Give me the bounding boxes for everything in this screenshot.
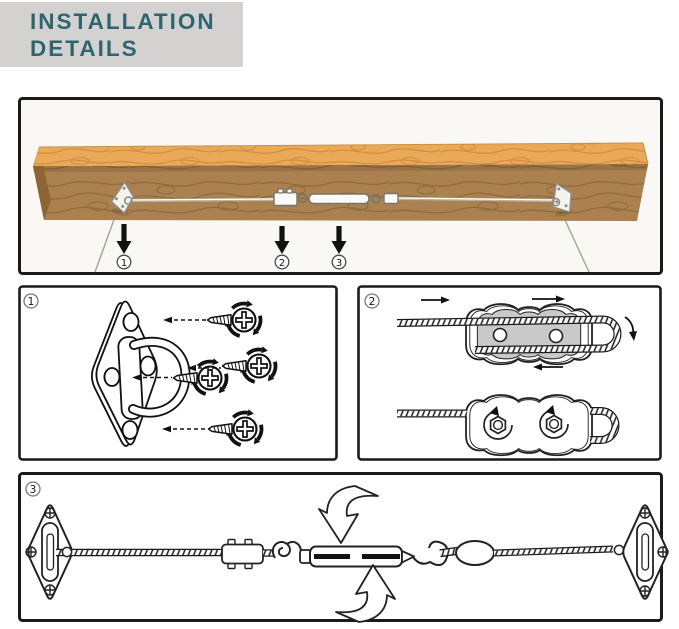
rope-clip-bottom-view xyxy=(397,394,620,457)
assembly-turnbuckle xyxy=(299,540,449,568)
step-markers: 1 2 3 xyxy=(116,254,347,270)
detail-panel-3: 3 xyxy=(18,472,669,623)
assembly-rope-left xyxy=(56,546,223,558)
pad-eye-plate-diagram xyxy=(91,300,191,447)
detail-panel-1: 1 xyxy=(18,285,338,461)
rotation-arrow-top xyxy=(318,485,379,544)
wire-rope xyxy=(130,197,558,202)
wood-beam xyxy=(33,142,649,221)
rotation-arrow-bottom xyxy=(335,564,396,623)
screw-middle-far xyxy=(187,344,278,384)
step-marker-3: 3 xyxy=(336,258,342,269)
step-arrows xyxy=(116,224,347,254)
detail-3-label: 3 xyxy=(30,484,37,496)
step-marker-1: 1 xyxy=(121,258,127,269)
pad-eye-right xyxy=(551,182,573,217)
title-banner: INSTALLATION DETAILS xyxy=(0,2,243,67)
title-line1: INSTALLATION xyxy=(30,8,216,34)
title-line2: DETAILS xyxy=(30,35,139,61)
turnbuckle-assembly xyxy=(273,188,399,207)
assembly-hook-left xyxy=(263,540,302,559)
assembly-pad-eye-left xyxy=(25,504,73,600)
detail-1-label: 1 xyxy=(28,296,35,308)
rope-clip-top-view xyxy=(396,295,637,371)
hex-nut-left xyxy=(483,406,513,440)
pad-eye-left xyxy=(110,181,135,216)
assembly-clip xyxy=(221,538,264,570)
step-marker-2: 2 xyxy=(279,258,285,269)
hex-nut-right xyxy=(539,405,569,439)
detail-2-label: 2 xyxy=(369,296,376,308)
detail-panel-2: 2 xyxy=(357,285,662,461)
assembly-rope-right xyxy=(439,540,625,566)
assembly-pad-eye-right xyxy=(622,504,669,600)
screw-middle-near xyxy=(132,356,229,396)
